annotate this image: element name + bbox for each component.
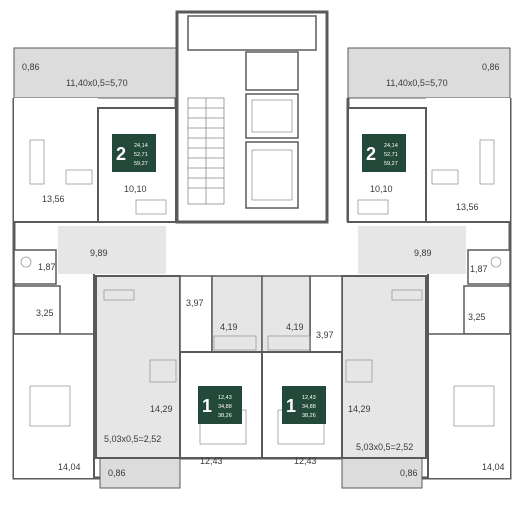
label-cl-room: 12,43 — [200, 456, 223, 466]
label-cl-hall: 3,97 — [186, 298, 204, 308]
label-tl-living: 13,56 — [42, 194, 65, 204]
badge-tl-line3: 59,27 — [134, 161, 148, 167]
badge-tr-rooms: 2 — [366, 144, 376, 164]
badge-tr-line1: 24,14 — [384, 143, 398, 149]
label-tr-living: 13,56 — [456, 202, 479, 212]
label-cr-hall: 3,97 — [316, 330, 334, 340]
badge-cr-line3: 38,26 — [302, 413, 316, 419]
balcony-top-right — [347, 47, 511, 99]
badge-tl-line2: 52,71 — [134, 152, 148, 158]
label-br-balcony-big: 5,03x0,5=2,52 — [356, 442, 413, 452]
badge-tl-line1: 24,14 — [134, 143, 148, 149]
label-tr-balcony-big: 11,40x0,5=5,70 — [386, 78, 448, 88]
label-br-room: 14,04 — [482, 462, 505, 472]
flat-bottom-left — [95, 275, 263, 459]
label-bl-room: 14,04 — [58, 462, 81, 472]
flat-bottom-right — [261, 275, 427, 459]
badge-tr-line2: 52,71 — [384, 152, 398, 158]
label-tr-wc: 1,87 — [470, 264, 488, 274]
label-cl-bath: 4,19 — [220, 322, 238, 332]
badge-cl-rooms: 1 — [202, 396, 212, 416]
label-cr-room: 12,43 — [294, 456, 317, 466]
badge-cl-line1: 12,43 — [218, 395, 232, 401]
label-br-living: 14,29 — [348, 404, 371, 414]
flat-badge-top-left: 2 24,14 52,71 59,27 — [112, 134, 156, 172]
label-tl-balcony-small: 0,86 — [22, 62, 40, 72]
label-tl-wc: 1,87 — [38, 262, 56, 272]
staircase — [187, 97, 225, 205]
label-tl-bath: 3,25 — [36, 308, 54, 318]
flat-badge-center-right: 1 12,43 34,88 38,26 — [282, 386, 326, 424]
label-tr-hall: 9,89 — [414, 248, 432, 258]
left-wing-lower — [14, 274, 95, 478]
label-cr-bath: 4,19 — [286, 322, 304, 332]
badge-tl-rooms: 2 — [116, 144, 126, 164]
badge-cr-line2: 34,88 — [302, 404, 316, 410]
label-bl-balcony-big: 5,03x0,5=2,52 — [104, 434, 161, 444]
label-tr-bath: 3,25 — [468, 312, 486, 322]
label-tr-bedroom: 10,10 — [370, 184, 393, 194]
flat-badge-top-right: 2 24,14 52,71 59,27 — [362, 134, 406, 172]
badge-cr-rooms: 1 — [286, 396, 296, 416]
balcony-bottom-right — [341, 457, 423, 489]
label-tl-bedroom: 10,10 — [124, 184, 147, 194]
label-bl-living: 14,29 — [150, 404, 173, 414]
balcony-bottom-left — [99, 457, 181, 489]
badge-cl-line2: 34,88 — [218, 404, 232, 410]
badge-tr-line3: 59,27 — [384, 161, 398, 167]
core-top-notch — [187, 15, 317, 51]
right-wing-lower — [427, 274, 510, 478]
label-tl-hall: 9,89 — [90, 248, 108, 258]
flat-badge-center-left: 1 12,43 34,88 38,26 — [198, 386, 242, 424]
label-bl-balcony-small: 0,86 — [108, 468, 126, 478]
badge-cr-line1: 12,43 — [302, 395, 316, 401]
area-labels: 0,86 11,40x0,5=5,70 11,40x0,5=5,70 0,86 … — [22, 62, 505, 478]
balcony-top-left — [13, 47, 177, 99]
label-br-balcony-small: 0,86 — [400, 468, 418, 478]
badge-cl-line3: 38,26 — [218, 413, 232, 419]
label-tr-balcony-small: 0,86 — [482, 62, 500, 72]
elevator-cabins — [251, 99, 293, 201]
elevator-shafts — [245, 51, 299, 209]
label-tl-balcony-big: 11,40x0,5=5,70 — [66, 78, 128, 88]
